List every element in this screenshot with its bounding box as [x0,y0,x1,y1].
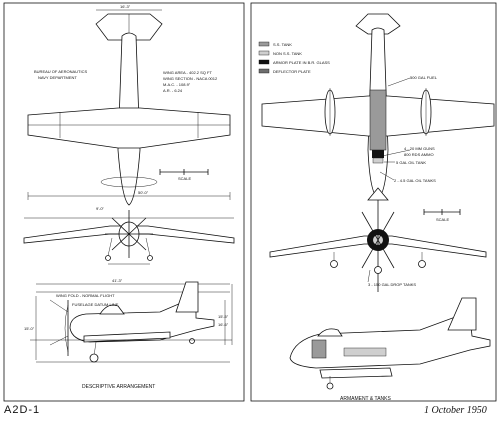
armament-front-view [269,187,487,292]
note-datum: FUSELAGE DATUM LINE [72,302,119,307]
legend-swatch-non-ss-tank [258,50,270,56]
oil-tank-region [372,157,384,164]
side-view [30,281,233,363]
legend-label-armor: ARMOR PLATE IN B.R. GLASS [273,60,330,65]
wing-data-3: M.A.C. - 108.9" [163,82,191,87]
callout-oil-2: 2 - 4.5 GAL OIL TANKS [394,178,436,183]
right-caption: ARMAMENT & TANKS [340,396,392,402]
legend-label-deflector: DEFLECTOR PLATE [273,69,311,74]
note-wing-fold: WING FOLD - NORMAL FLIGHT [56,293,115,298]
armament-plan-view [261,13,495,199]
dim-height: 15'-5" [218,314,229,319]
side-tank-region [311,339,327,359]
left-panel: BUREAU OF AERONAUTICS NAVY DEPARTMENT WI… [23,4,235,390]
left-panel-frame [3,2,245,402]
callout-drop: 3 - 150 GAL DROP TANKS [368,282,416,287]
legend-label-non-ss-tank: NON S.S. TANK [273,51,302,56]
armor-block [372,150,384,158]
callout-guns-2: 800 RDS AMMO [404,152,434,157]
bureau-line-2: NAVY DEPARTMENT [38,75,77,80]
legend-swatch-armor [258,59,270,65]
dim-track: 9'-0" [96,206,105,211]
front-view [23,210,235,265]
dim-length: 41'-3" [112,278,123,283]
right-panel: S.S. TANK NON S.S. TANK ARMOR PLATE IN B… [258,13,495,402]
callout-fuel: 500 GAL FUEL [410,75,438,80]
armament-side-view [289,297,491,390]
dim-span: 50'-0" [138,190,149,195]
wing-data-4: A.R. - 6.24 [163,88,183,93]
wing-data-2: WING SECTION - NACA 0012 [163,76,218,81]
dim-height-2: 16'-6" [218,322,229,327]
scale-label-left: SCALE [178,176,191,181]
legend-swatch-ss-tank [258,41,270,47]
dim-prop-dia: 15'-0" [24,326,35,331]
fuel-tank-region [369,89,387,151]
callout-guns-1: 4 - 20 MM GUNS [404,146,435,151]
bureau-line-1: BUREAU OF AERONAUTICS [34,69,87,74]
legend-label-ss-tank: S.S. TANK [273,42,292,47]
left-caption: DESCRIPTIVE ARRANGEMENT [82,384,155,390]
right-panel-frame [250,2,497,402]
sheet-date: 1 October 1950 [424,405,487,416]
callout-oil-1: 5 GAL OIL TANK [396,160,426,165]
wing-data-1: WING AREA - 402.2 SQ FT [163,70,212,75]
legend-swatch-deflector [258,68,270,74]
plan-view [27,9,231,206]
dim-tail-span: 16'-3" [120,4,131,9]
scale-label-right: SCALE [436,217,449,222]
sheet-id: A2D-1 [4,404,41,416]
